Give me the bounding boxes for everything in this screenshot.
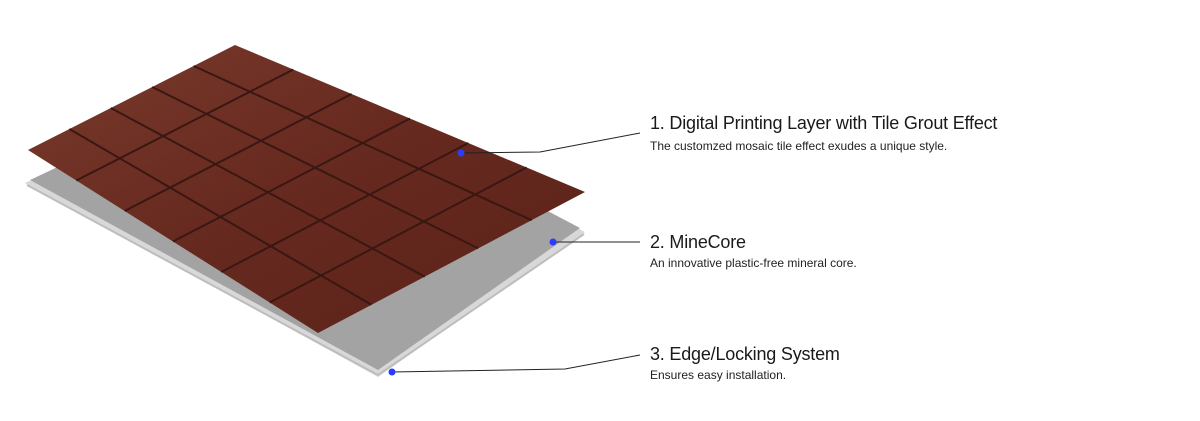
layer-label-3: 3. Edge/Locking System Ensures easy inst… xyxy=(650,344,840,382)
tile-surface xyxy=(28,45,585,333)
layer-title: 1. Digital Printing Layer with Tile Grou… xyxy=(650,113,998,133)
core-edge-highlight xyxy=(26,184,585,377)
grout-line xyxy=(172,117,411,243)
grout-line xyxy=(75,68,294,182)
leader-line-3 xyxy=(391,354,641,373)
grout-line xyxy=(220,142,469,273)
marker-dot-3 xyxy=(388,368,396,376)
layer-description: The customzed mosaic tile effect exudes … xyxy=(650,139,948,153)
layer-title: 2. MineCore xyxy=(650,232,746,252)
leader-lines xyxy=(391,132,641,373)
grout-line xyxy=(68,128,372,306)
grout-line xyxy=(269,166,528,304)
grout-line xyxy=(124,93,353,212)
layer-description: An innovative plastic-free mineral core. xyxy=(650,256,857,270)
layer-label-1: 1. Digital Printing Layer with Tile Grou… xyxy=(650,113,997,153)
marker-dot-2 xyxy=(549,238,557,246)
tile-print-layer xyxy=(28,45,585,333)
leader-line-1 xyxy=(460,132,641,154)
layer-title: 3. Edge/Locking System xyxy=(650,344,840,364)
layer-label-2: 2. MineCore An innovative plastic-free m… xyxy=(650,232,857,270)
tile-grout-lines xyxy=(68,65,533,306)
grout-line xyxy=(193,65,533,222)
grout-line xyxy=(151,86,479,250)
grout-line xyxy=(110,107,426,278)
layer-description: Ensures easy installation. xyxy=(650,368,787,382)
marker-dot-1 xyxy=(457,149,465,157)
